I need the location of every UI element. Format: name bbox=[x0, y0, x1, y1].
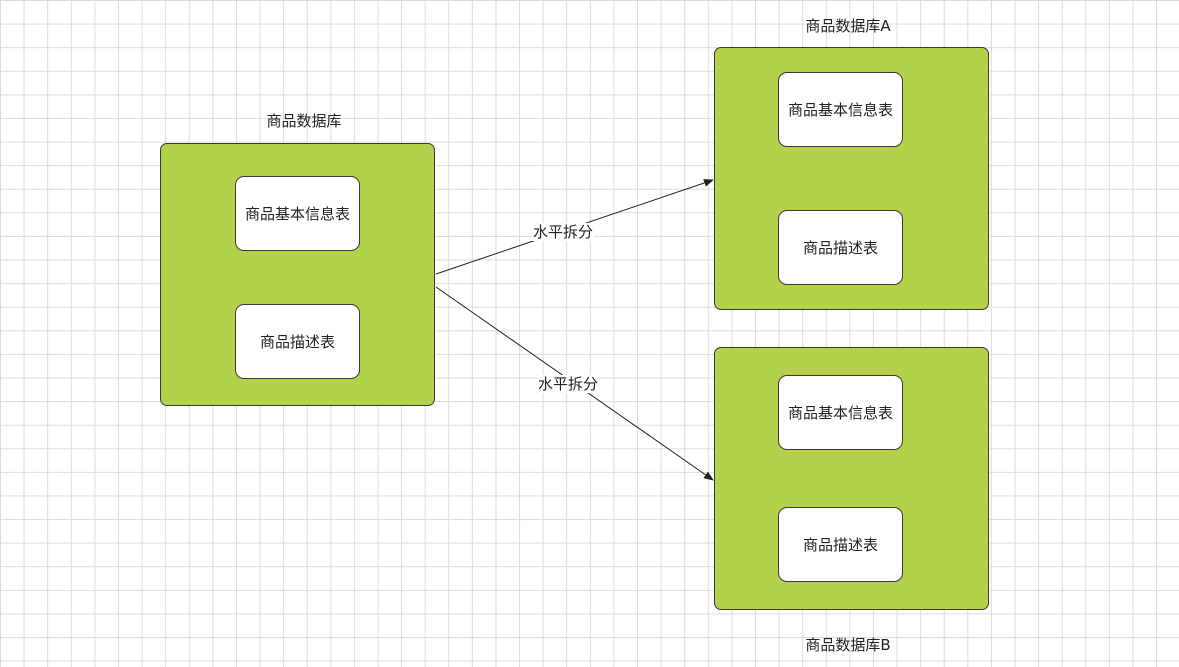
db-a-table-basic-info[interactable]: 商品基本信息表 bbox=[778, 72, 903, 147]
db-b-container[interactable]: 商品基本信息表 商品描述表 bbox=[714, 347, 989, 610]
db-b-table-description[interactable]: 商品描述表 bbox=[778, 507, 903, 582]
db-b-table-basic-info[interactable]: 商品基本信息表 bbox=[778, 375, 903, 450]
db-a-label: 商品数据库A bbox=[805, 17, 891, 35]
source-db-label: 商品数据库 bbox=[266, 112, 342, 130]
edge-label-to-db-a: 水平拆分 bbox=[531, 223, 595, 241]
source-db-table-basic-info[interactable]: 商品基本信息表 bbox=[235, 176, 360, 251]
db-a-container[interactable]: 商品基本信息表 商品描述表 bbox=[714, 47, 989, 310]
source-db-container[interactable]: 商品基本信息表 商品描述表 bbox=[160, 143, 435, 406]
db-b-label: 商品数据库B bbox=[805, 636, 891, 654]
db-a-table-description[interactable]: 商品描述表 bbox=[778, 210, 903, 285]
edge-label-to-db-b: 水平拆分 bbox=[536, 375, 600, 393]
source-db-table-description[interactable]: 商品描述表 bbox=[235, 304, 360, 379]
